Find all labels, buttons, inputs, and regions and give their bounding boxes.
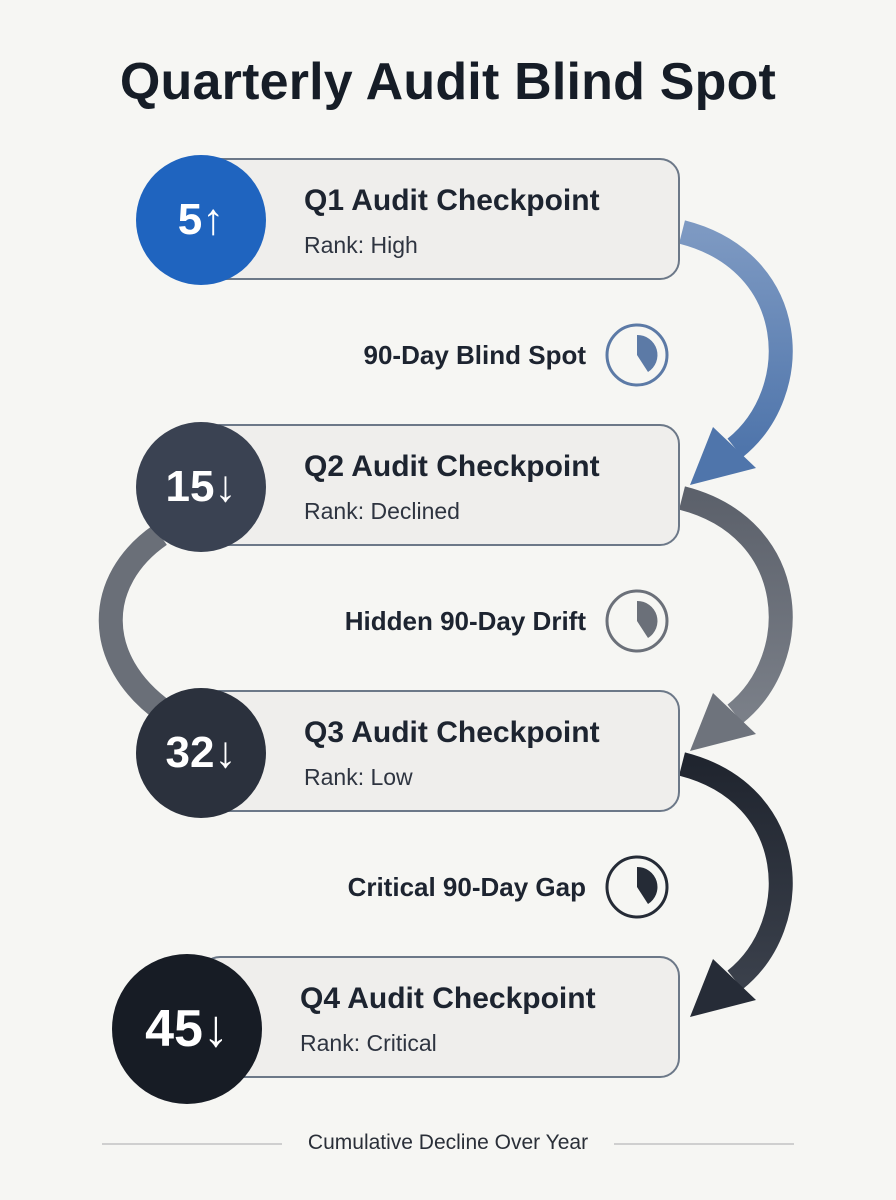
clock-icon xyxy=(605,323,669,387)
checkpoint-title: Q1 Audit Checkpoint xyxy=(304,184,600,217)
clock-icon xyxy=(605,589,669,653)
checkpoint-rank: Rank: Critical xyxy=(300,1030,437,1056)
gap-label-q1-q2: 90-Day Blind Spot xyxy=(363,340,586,370)
checkpoint-card-q1: Q1 Audit Checkpoint Rank: High xyxy=(200,158,680,280)
page-title: Quarterly Audit Blind Spot xyxy=(119,53,777,111)
arrow-head-2 xyxy=(690,693,756,751)
rank-badge-q3: 32↓ xyxy=(136,688,266,818)
checkpoint-title: Q2 Audit Checkpoint xyxy=(304,450,600,483)
gap-label-q3-q4: Critical 90-Day Gap xyxy=(347,872,586,902)
flow-arrow-1 xyxy=(678,220,793,458)
footer-divider-right xyxy=(614,1143,794,1145)
clock-icon xyxy=(605,855,669,919)
rank-badge-q2: 15↓ xyxy=(136,422,266,552)
checkpoint-card-q4: Q4 Audit Checkpoint Rank: Critical xyxy=(200,956,680,1078)
gap-label-q2-q3: Hidden 90-Day Drift xyxy=(344,606,586,636)
checkpoint-card-q2: Q2 Audit Checkpoint Rank: Declined xyxy=(200,424,680,546)
flow-arrow-3 xyxy=(678,752,793,990)
arrow-head-3 xyxy=(690,959,756,1017)
checkpoint-rank: Rank: High xyxy=(304,232,418,258)
rank-badge-q4: 45↓ xyxy=(112,954,262,1104)
rank-badge-q1: 5↑ xyxy=(136,155,266,285)
flow-connector-left xyxy=(98,525,173,722)
checkpoint-title: Q4 Audit Checkpoint xyxy=(300,982,596,1015)
flow-arrow-2 xyxy=(678,486,793,724)
checkpoint-rank: Rank: Low xyxy=(304,764,413,790)
checkpoint-card-q3: Q3 Audit Checkpoint Rank: Low xyxy=(200,690,680,812)
footer-caption: Cumulative Decline Over Year xyxy=(307,1131,589,1154)
footer-divider-left xyxy=(102,1143,282,1145)
checkpoint-title: Q3 Audit Checkpoint xyxy=(304,716,600,749)
arrow-head-1 xyxy=(690,427,756,485)
checkpoint-rank: Rank: Declined xyxy=(304,498,460,524)
